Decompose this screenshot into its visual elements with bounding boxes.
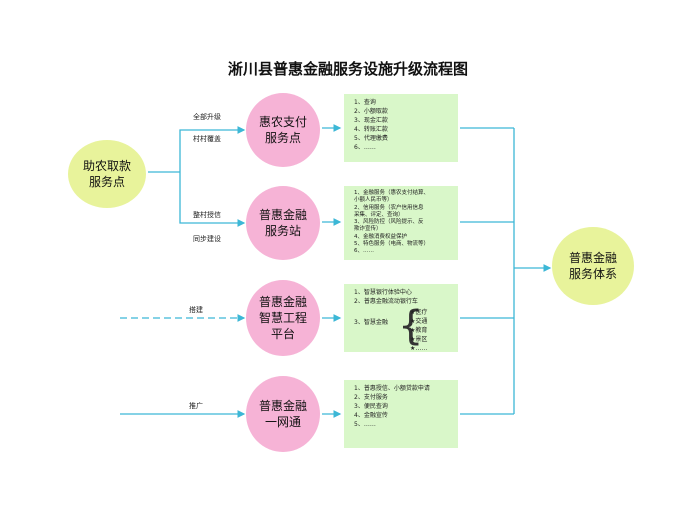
diagram-title: 淅川县普惠金融服务设施升级流程图 bbox=[227, 60, 468, 78]
edge-to-stage-1 bbox=[179, 126, 246, 172]
list-item: 5、代理缴费 bbox=[354, 135, 388, 142]
stage-node-3-label: 普惠金融 智慧工程 平台 bbox=[258, 295, 307, 341]
service-box-4: 1、普惠授信、小额贷款申请 2、支付服务 3、便民查询 4、金融宣传 5、…… bbox=[344, 380, 458, 448]
list-item: 5、…… bbox=[354, 421, 376, 428]
list-item: 6、…… bbox=[354, 144, 376, 151]
list-item: 2、小额取款 bbox=[354, 108, 388, 115]
list-item: 1、智慧银行体验中心 bbox=[354, 289, 412, 296]
stage-node-3: 普惠金融 智慧工程 平台 bbox=[246, 280, 320, 356]
list-item: 3、便民查询 bbox=[354, 403, 388, 410]
smart-finance-sublist: ★医疗 ★交通 ★教育 ★景区 ★…… bbox=[410, 308, 427, 353]
service-box-1: 1、查询 2、小额取款 3、现金汇款 4、转账汇款 5、代理缴费 6、…… bbox=[344, 94, 458, 162]
stage-node-4: 普惠金融 一网通 bbox=[246, 376, 320, 452]
source-node-label: 助农取款 服务点 bbox=[82, 159, 131, 189]
list-item: 4、金融消费权益保护 bbox=[354, 233, 407, 240]
sub-item: ★医疗 bbox=[410, 309, 428, 316]
stage-node-2-label: 普惠金融 服务站 bbox=[258, 208, 307, 238]
list-item: 2、信用服务（农户信用信息 bbox=[354, 204, 424, 211]
edge-label-1b: 村村覆盖 bbox=[193, 135, 221, 143]
stage-node-4-label: 普惠金融 一网通 bbox=[258, 399, 307, 429]
sub-item: ★交通 bbox=[410, 318, 428, 325]
list-item: 3、智慧金融 bbox=[354, 319, 388, 326]
service-list-4: 1、普惠授信、小额贷款申请 2、支付服务 3、便民查询 4、金融宣传 5、…… bbox=[354, 384, 452, 429]
service-box-3: 1、智慧银行体验中心 2、普惠金融流动银行车 3、智慧金融 { ★医疗 ★交通 … bbox=[344, 284, 458, 352]
list-item: 1、查询 bbox=[354, 99, 376, 106]
list-item: 4、金融宣传 bbox=[354, 412, 388, 419]
edge-label-1a: 全部升级 bbox=[193, 113, 221, 121]
list-item: 1、金融服务（惠农支付结算、 bbox=[354, 190, 430, 196]
list-item: 欺诈宣传） bbox=[354, 226, 382, 233]
list-item: 5、特色服务（电商、物流等） bbox=[354, 241, 430, 248]
list-item: 3、风险防控（风险提示、反 bbox=[354, 219, 424, 226]
list-item: 4、转账汇款 bbox=[354, 126, 388, 133]
brace-symbol: { bbox=[398, 303, 424, 349]
list-item: 采集、评定、查询） bbox=[354, 211, 404, 218]
list-item: 2、支付服务 bbox=[354, 394, 388, 401]
sub-item: ★教育 bbox=[410, 327, 428, 334]
list-item: 2、普惠金融流动银行车 bbox=[354, 298, 418, 305]
edge-to-stage-2 bbox=[179, 172, 246, 227]
list-item: 6、…… bbox=[354, 248, 374, 255]
target-node-circle: 普惠金融 服务体系 bbox=[552, 227, 634, 305]
list-item: 3、现金汇款 bbox=[354, 117, 388, 124]
source-node-circle: 助农取款 服务点 bbox=[68, 140, 146, 208]
sub-item: ★景区 bbox=[410, 336, 428, 343]
service-box-2: 1、金融服务（惠农支付结算、 小额人民币等） 2、信用服务（农户信用信息 采集、… bbox=[344, 186, 458, 260]
service-list-2: 1、金融服务（惠农支付结算、 小额人民币等） 2、信用服务（农户信用信息 采集、… bbox=[354, 190, 452, 256]
edge-label-3: 搭建 bbox=[189, 306, 203, 314]
service-list-3: 1、智慧银行体验中心 2、普惠金融流动银行车 3、智慧金融 bbox=[354, 288, 452, 327]
edge-label-2a: 整村授信 bbox=[193, 211, 221, 219]
stage-node-1: 惠农支付 服务点 bbox=[246, 93, 320, 167]
edge-label-2b: 同步建设 bbox=[193, 235, 221, 243]
edge-label-4: 推广 bbox=[189, 402, 203, 410]
target-node-label: 普惠金融 服务体系 bbox=[568, 251, 617, 281]
service-list-1: 1、查询 2、小额取款 3、现金汇款 4、转账汇款 5、代理缴费 6、…… bbox=[354, 98, 452, 152]
list-item: 1、普惠授信、小额贷款申请 bbox=[354, 385, 430, 392]
stage-node-1-label: 惠农支付 服务点 bbox=[258, 115, 307, 145]
list-item: 小额人民币等） bbox=[354, 197, 393, 204]
stage-node-2: 普惠金融 服务站 bbox=[246, 186, 320, 260]
sub-item: ★…… bbox=[410, 345, 428, 352]
